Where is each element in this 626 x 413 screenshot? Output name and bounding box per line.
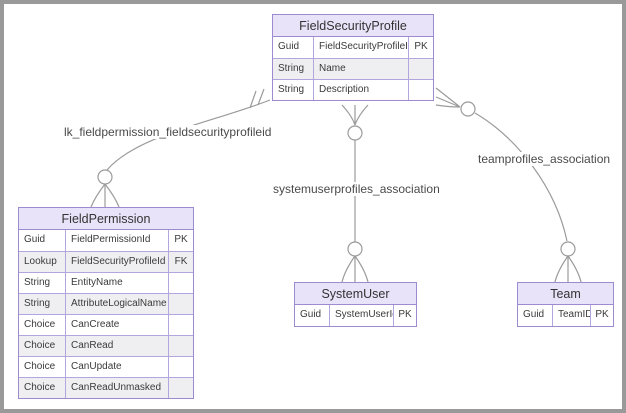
cell-type: Guid — [523, 309, 545, 320]
relationship-label-lk-fieldpermission-fieldsecurityprofileid: lk_fieldpermission_fieldsecurityprofilei… — [62, 125, 274, 139]
cell-name: SystemUserId — [329, 305, 393, 326]
entity-title: FieldSecurityProfile — [273, 15, 433, 37]
entity-title: Team — [518, 283, 613, 305]
cell-name: FieldPermissionId — [65, 230, 168, 251]
zero-marker — [460, 101, 476, 117]
relationship-label-systemuserprofiles-association: systemuserprofiles_association — [271, 182, 442, 196]
cell-name: TeamID — [552, 305, 590, 326]
entity-title: FieldPermission — [19, 208, 193, 230]
table-row: String Name — [273, 58, 433, 79]
cell-key — [408, 80, 433, 100]
zero-marker — [347, 241, 363, 257]
cell-type: Choice — [24, 361, 56, 372]
cell-key — [168, 294, 193, 314]
cell-key: PK — [590, 305, 613, 326]
cell-type: String — [24, 298, 51, 309]
crows-foot-marker — [341, 104, 369, 126]
cell-type: Choice — [24, 319, 56, 330]
cell-type: Guid — [24, 234, 46, 245]
cell-name: Name — [313, 59, 408, 79]
table-row: Choice CanRead — [19, 335, 193, 356]
cell-type: String — [24, 277, 51, 288]
crows-foot-marker — [435, 87, 461, 108]
table-row: Choice CanCreate — [19, 314, 193, 335]
cell-type: String — [278, 84, 305, 95]
cell-name: FieldSecurityProfileId — [65, 252, 168, 272]
relationship-line — [474, 112, 568, 242]
table-row: Choice CanUpdate — [19, 356, 193, 377]
cell-key — [408, 59, 433, 79]
entity-team: Team Guid TeamID PK — [517, 282, 614, 327]
cell-key: PK — [408, 37, 433, 58]
table-row: Choice CanReadUnmasked — [19, 377, 193, 398]
table-row: Guid FieldSecurityProfileId PK — [273, 37, 433, 58]
cell-name: AttributeLogicalName — [65, 294, 168, 314]
cell-name: Description — [313, 80, 408, 100]
cell-type: Lookup — [24, 256, 57, 267]
cell-key — [168, 357, 193, 377]
cell-type: Choice — [24, 382, 56, 393]
cell-key — [168, 378, 193, 398]
zero-marker — [347, 125, 363, 141]
cell-key — [168, 336, 193, 356]
cell-type: Choice — [24, 340, 56, 351]
one-tick-marker — [249, 88, 265, 109]
relationship-label-teamprofiles-association: teamprofiles_association — [476, 152, 613, 166]
table-row: Guid SystemUserId PK — [295, 305, 416, 326]
zero-marker — [560, 241, 576, 257]
table-row: Guid FieldPermissionId PK — [19, 230, 193, 251]
cell-name: EntityName — [65, 273, 168, 293]
entity-fieldpermission: FieldPermission Guid FieldPermissionId P… — [18, 207, 194, 399]
table-row: Guid TeamID PK — [518, 305, 613, 326]
cell-key: FK — [168, 252, 193, 272]
cell-name: CanReadUnmasked — [65, 378, 168, 398]
cell-key: PK — [168, 230, 193, 251]
crows-foot-marker — [341, 255, 369, 283]
cell-type: Guid — [278, 41, 300, 52]
crows-foot-marker — [90, 183, 120, 208]
table-row: String AttributeLogicalName — [19, 293, 193, 314]
entity-title: SystemUser — [295, 283, 416, 305]
cell-name: CanCreate — [65, 315, 168, 335]
relationship-teamprofiles-association — [435, 87, 582, 283]
table-row: String Description — [273, 79, 433, 100]
cell-key — [168, 273, 193, 293]
entity-fieldsecurityprofile: FieldSecurityProfile Guid FieldSecurityP… — [272, 14, 434, 101]
cell-name: CanRead — [65, 336, 168, 356]
table-row: String EntityName — [19, 272, 193, 293]
entity-systemuser: SystemUser Guid SystemUserId PK — [294, 282, 417, 327]
cell-key — [168, 315, 193, 335]
zero-marker — [97, 169, 113, 185]
relationship-lk-fieldpermission-fieldsecurityprofileid — [90, 88, 271, 208]
table-row: Lookup FieldSecurityProfileId FK — [19, 251, 193, 272]
cell-type: Guid — [300, 309, 322, 320]
cell-name: CanUpdate — [65, 357, 168, 377]
cell-type: String — [278, 63, 305, 74]
cell-key: PK — [393, 305, 416, 326]
cell-name: FieldSecurityProfileId — [313, 37, 408, 58]
crows-foot-marker — [554, 255, 582, 283]
